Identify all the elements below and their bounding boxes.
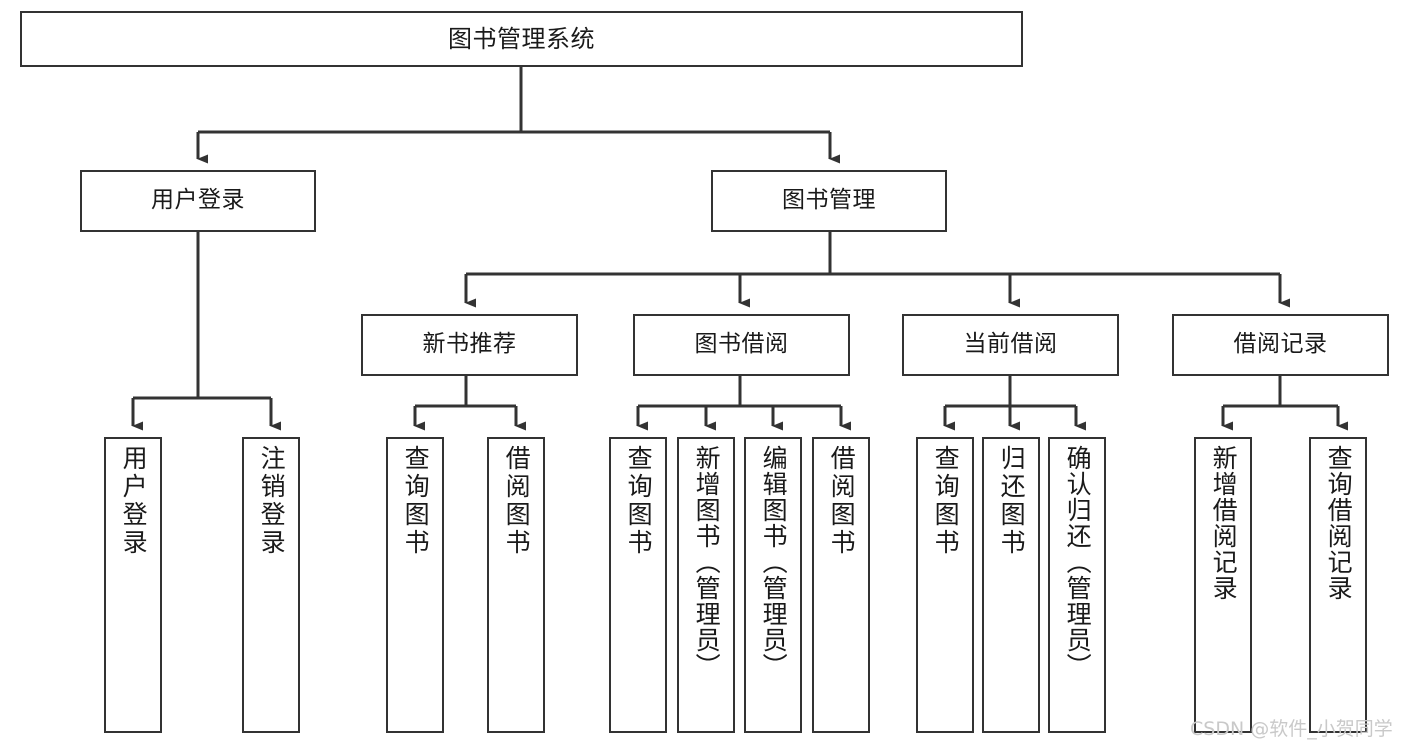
node-label: 新增借阅记录 (1209, 445, 1239, 601)
node-label: 编辑图书（管理员） (759, 445, 789, 679)
leaf-records-add-record[interactable]: 新增借阅记录 (1194, 437, 1252, 733)
node-label: 当前借阅 (963, 331, 1058, 358)
csdn-watermark: CSDN @软件_小贺同学 (1190, 718, 1393, 740)
node-label: 归还图书 (997, 445, 1027, 557)
node-label: 用户登录 (151, 187, 245, 214)
node-current-borrow[interactable]: 当前借阅 (902, 314, 1119, 376)
leaf-user-login-signin[interactable]: 用户登录 (104, 437, 162, 733)
node-label: 借阅记录 (1233, 331, 1328, 358)
leaf-borrow-edit-book-admin[interactable]: 编辑图书（管理员） (744, 437, 802, 733)
leaf-records-query-record[interactable]: 查询借阅记录 (1309, 437, 1367, 733)
node-label: 查询图书 (401, 445, 431, 557)
leaf-current-query-book[interactable]: 查询图书 (916, 437, 974, 733)
node-new-book-recommend[interactable]: 新书推荐 (361, 314, 578, 376)
node-user-login[interactable]: 用户登录 (80, 170, 316, 232)
node-label: 新增图书（管理员） (692, 445, 722, 679)
node-borrow-records[interactable]: 借阅记录 (1172, 314, 1389, 376)
node-label: 图书管理系统 (448, 24, 595, 53)
node-label: 用户登录 (119, 445, 149, 557)
leaf-current-return-book[interactable]: 归还图书 (982, 437, 1040, 733)
node-label: 新书推荐 (422, 331, 517, 358)
node-label: 查询图书 (931, 445, 961, 557)
node-label: 查询借阅记录 (1324, 445, 1354, 601)
node-label: 查询图书 (624, 445, 654, 557)
leaf-borrow-query-book[interactable]: 查询图书 (609, 437, 667, 733)
leaf-new-book-query[interactable]: 查询图书 (386, 437, 444, 733)
node-label: 确认归还（管理员） (1063, 445, 1093, 679)
node-label: 借阅图书 (502, 445, 532, 557)
leaf-borrow-borrow-book[interactable]: 借阅图书 (812, 437, 870, 733)
node-root-system[interactable]: 图书管理系统 (20, 11, 1023, 67)
leaf-borrow-add-book-admin[interactable]: 新增图书（管理员） (677, 437, 735, 733)
leaf-user-login-signout[interactable]: 注销登录 (242, 437, 300, 733)
node-label: 注销登录 (257, 445, 287, 557)
node-label: 借阅图书 (827, 445, 857, 557)
node-label: 图书管理 (782, 187, 876, 214)
leaf-current-confirm-return-admin[interactable]: 确认归还（管理员） (1048, 437, 1106, 733)
node-book-borrow[interactable]: 图书借阅 (633, 314, 850, 376)
node-label: 图书借阅 (694, 331, 789, 358)
node-book-management[interactable]: 图书管理 (711, 170, 947, 232)
leaf-new-book-borrow[interactable]: 借阅图书 (487, 437, 545, 733)
